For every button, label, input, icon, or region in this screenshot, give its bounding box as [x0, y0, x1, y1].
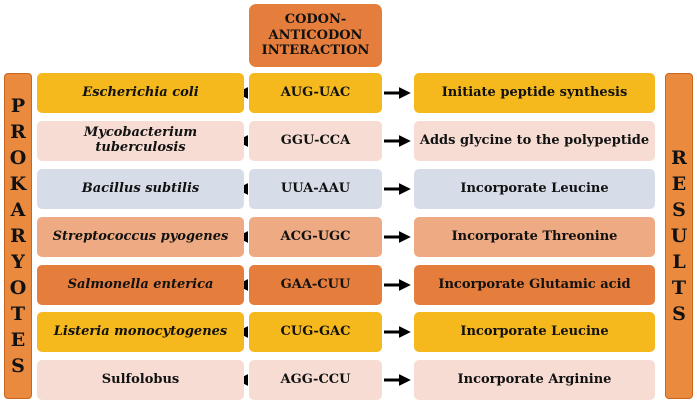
prokaryotes-letter: O [9, 277, 27, 299]
results-letter: L [672, 251, 686, 273]
prokaryotes-letter: K [9, 173, 27, 195]
codon-box: AUG-UAC [249, 73, 382, 113]
organism-box: Listeria monocytogenes [37, 312, 244, 352]
codon-box: CUG-GAC [249, 312, 382, 352]
prokaryotes-letter: S [11, 355, 25, 377]
organism-box: Sulfolobus [37, 360, 244, 400]
organism-box: Bacillus subtilis [37, 169, 244, 209]
codon-box: GAA-CUU [249, 265, 382, 305]
results-letter: R [671, 147, 687, 169]
result-box: Incorporate Leucine [414, 169, 655, 209]
prokaryotes-letter: P [10, 95, 26, 117]
result-box: Incorporate Arginine [414, 360, 655, 400]
results-letter: E [671, 173, 687, 195]
results-letter: S [672, 199, 686, 221]
prokaryotes-letter: A [10, 199, 26, 221]
results-letter: U [670, 225, 688, 247]
result-box: Adds glycine to the polypeptide [414, 121, 655, 161]
codon-anticodon-header: CODON- ANTICODON INTERACTION [249, 4, 382, 67]
results-letter: S [672, 303, 686, 325]
result-box: Incorporate Leucine [414, 312, 655, 352]
organism-box: Salmonella enterica [37, 265, 244, 305]
prokaryotes-letter: R [10, 121, 26, 143]
prokaryotes-letter: R [10, 225, 26, 247]
organism-box: Streptococcus pyogenes [37, 217, 244, 257]
organism-box: Escherichia coli [37, 73, 244, 113]
result-box: Incorporate Threonine [414, 217, 655, 257]
organism-box: Mycobacterium tuberculosis [37, 121, 244, 161]
codon-box: ACG-UGC [249, 217, 382, 257]
codon-box: AGG-CCU [249, 360, 382, 400]
prokaryotes-letter: E [10, 329, 26, 351]
codon-box: UUA-AAU [249, 169, 382, 209]
results-letter: T [671, 277, 687, 299]
prokaryotes-letter: Y [11, 251, 25, 273]
prokaryotes-letter: O [9, 147, 27, 169]
result-box: Initiate peptide synthesis [414, 73, 655, 113]
prokaryotes-letter: T [10, 303, 26, 325]
codon-box: GGU-CCA [249, 121, 382, 161]
result-box: Incorporate Glutamic acid [414, 265, 655, 305]
